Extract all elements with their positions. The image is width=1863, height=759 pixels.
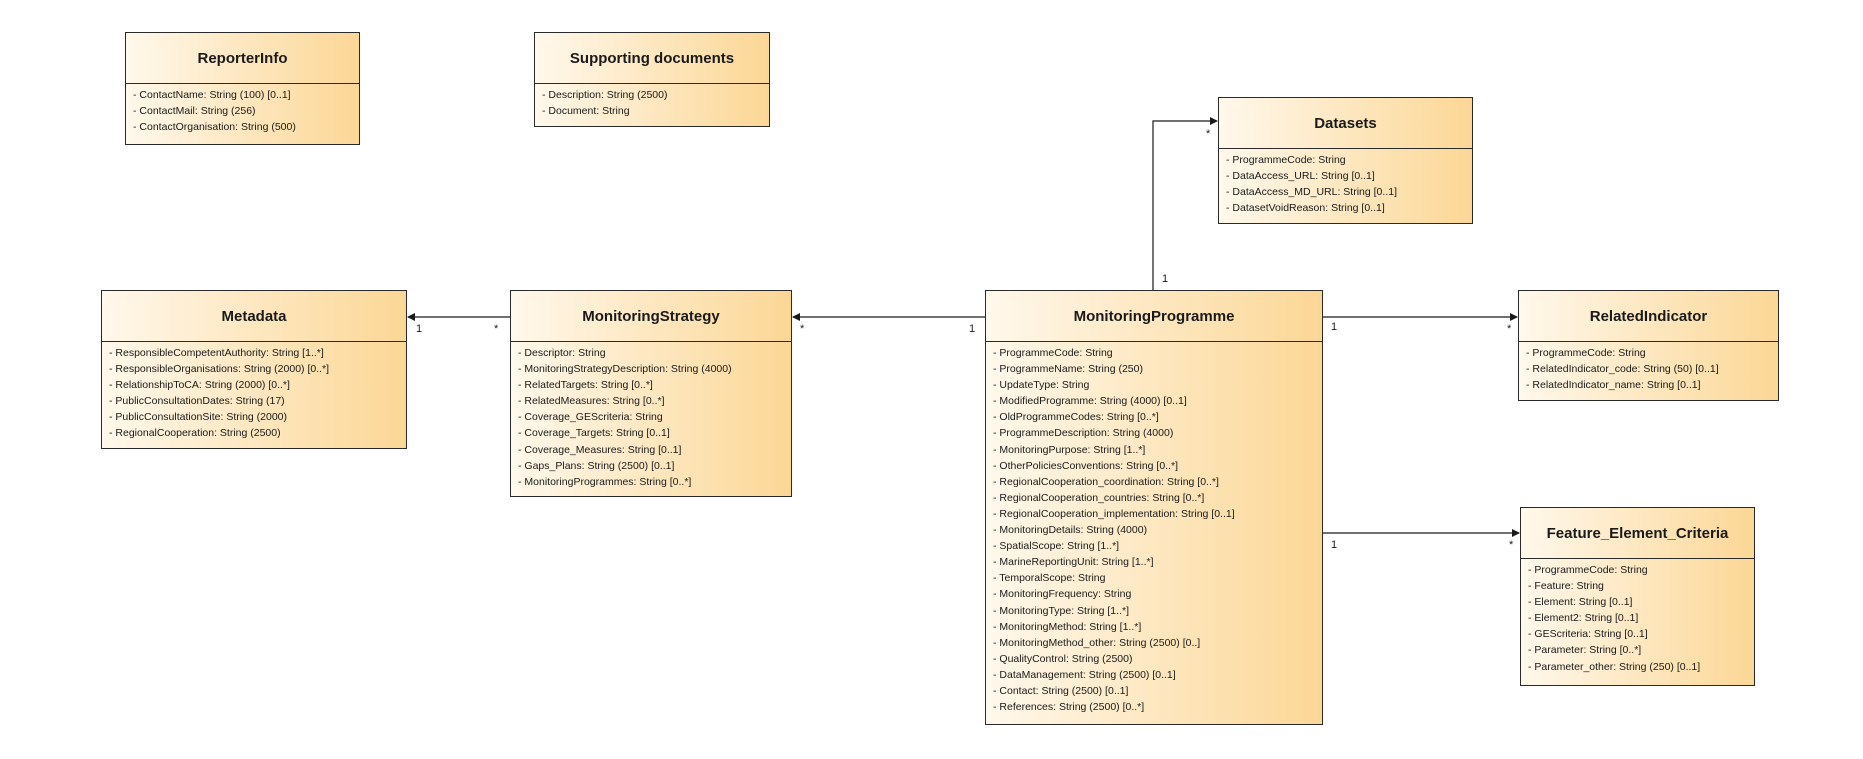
attribute-item: RelatedIndicator_name: String [0..1] — [1526, 377, 1778, 393]
multiplicity-programme-indicator-one: 1 — [1331, 321, 1338, 333]
attribute-item: Coverage_Targets: String [0..1] — [518, 425, 791, 441]
multiplicity-datasets-many: * — [1206, 128, 1211, 140]
attribute-item: ProgrammeCode: String — [1528, 562, 1754, 578]
attribute-item: MonitoringMethod_other: String (2500) [0… — [993, 635, 1322, 651]
attribute-item: ContactOrganisation: String (500) — [133, 119, 359, 135]
attribute-item: DatasetVoidReason: String [0..1] — [1226, 200, 1472, 216]
attribute-item: Coverage_Measures: String [0..1] — [518, 442, 791, 458]
class-title: MonitoringStrategy — [511, 291, 791, 342]
class-relatedindicator[interactable]: RelatedIndicator ProgrammeCode: String R… — [1518, 290, 1779, 401]
attribute-item: MonitoringType: String [1..*] — [993, 603, 1322, 619]
class-title: ReporterInfo — [126, 33, 359, 84]
attribute-item: MonitoringStrategyDescription: String (4… — [518, 361, 791, 377]
multiplicity-strategy-metadata-many: * — [494, 323, 499, 335]
attribute-item: Element2: String [0..1] — [1528, 610, 1754, 626]
attribute-item: ProgrammeDescription: String (4000) — [993, 425, 1322, 441]
attribute-item: RelatedMeasures: String [0..*] — [518, 393, 791, 409]
attribute-list: ProgrammeCode: String DataAccess_URL: St… — [1219, 149, 1472, 216]
attribute-item: SpatialScope: String [1..*] — [993, 538, 1322, 554]
class-title: Supporting documents — [535, 33, 769, 84]
attribute-item: DataAccess_URL: String [0..1] — [1226, 168, 1472, 184]
attribute-item: ModifiedProgramme: String (4000) [0..1] — [993, 393, 1322, 409]
attribute-item: OldProgrammeCodes: String [0..*] — [993, 409, 1322, 425]
class-datasets[interactable]: Datasets ProgrammeCode: String DataAcces… — [1218, 97, 1473, 224]
class-title: RelatedIndicator — [1519, 291, 1778, 342]
attribute-item: Parameter_other: String (250) [0..1] — [1528, 659, 1754, 675]
attribute-item: MonitoringMethod: String [1..*] — [993, 619, 1322, 635]
class-metadata[interactable]: Metadata ResponsibleCompetentAuthority: … — [101, 290, 407, 449]
attribute-item: DataManagement: String (2500) [0..1] — [993, 667, 1322, 683]
multiplicity-programme-datasets-one: 1 — [1162, 273, 1169, 285]
attribute-list: Descriptor: String MonitoringStrategyDes… — [511, 342, 791, 490]
multiplicity-metadata-one: 1 — [416, 323, 423, 335]
class-monitoringprogramme[interactable]: MonitoringProgramme ProgrammeCode: Strin… — [985, 290, 1323, 725]
attribute-list: ContactName: String (100) [0..1] Contact… — [126, 84, 359, 135]
attribute-item: UpdateType: String — [993, 377, 1322, 393]
attribute-item: MonitoringFrequency: String — [993, 586, 1322, 602]
multiplicity-programme-feature-one: 1 — [1331, 539, 1338, 551]
association-programme-datasets — [1152, 117, 1218, 290]
multiplicity-feature-many: * — [1509, 539, 1514, 551]
attribute-item: GEScriteria: String [0..1] — [1528, 626, 1754, 642]
attribute-item: References: String (2500) [0..*] — [993, 699, 1322, 715]
attribute-item: Element: String [0..1] — [1528, 594, 1754, 610]
attribute-list: ProgrammeCode: String ProgrammeName: Str… — [986, 342, 1322, 715]
attribute-item: OtherPoliciesConventions: String [0..*] — [993, 458, 1322, 474]
attribute-item: Coverage_GEScriteria: String — [518, 409, 791, 425]
attribute-item: RegionalCooperation: String (2500) — [109, 425, 406, 441]
attribute-item: QualityControl: String (2500) — [993, 651, 1322, 667]
attribute-item: Gaps_Plans: String (2500) [0..1] — [518, 458, 791, 474]
attribute-item: RegionalCooperation_implementation: Stri… — [993, 506, 1322, 522]
class-reporterinfo[interactable]: ReporterInfo ContactName: String (100) [… — [125, 32, 360, 145]
attribute-item: MarineReportingUnit: String [1..*] — [993, 554, 1322, 570]
attribute-item: RelationshipToCA: String (2000) [0..*] — [109, 377, 406, 393]
attribute-list: Description: String (2500) Document: Str… — [535, 84, 769, 119]
attribute-item: PublicConsultationDates: String (17) — [109, 393, 406, 409]
attribute-item: RegionalCooperation_countries: String [0… — [993, 490, 1322, 506]
class-feature-element-criteria[interactable]: Feature_Element_Criteria ProgrammeCode: … — [1520, 507, 1755, 686]
attribute-item: PublicConsultationSite: String (2000) — [109, 409, 406, 425]
attribute-item: ProgrammeName: String (250) — [993, 361, 1322, 377]
attribute-item: ResponsibleCompetentAuthority: String [1… — [109, 345, 406, 361]
attribute-item: DataAccess_MD_URL: String [0..1] — [1226, 184, 1472, 200]
attribute-item: RelatedIndicator_code: String (50) [0..1… — [1526, 361, 1778, 377]
attribute-list: ResponsibleCompetentAuthority: String [1… — [102, 342, 406, 442]
attribute-item: RelatedTargets: String [0..*] — [518, 377, 791, 393]
class-monitoringstrategy[interactable]: MonitoringStrategy Descriptor: String Mo… — [510, 290, 792, 497]
attribute-item: Parameter: String [0..*] — [1528, 642, 1754, 658]
class-title: Feature_Element_Criteria — [1521, 508, 1754, 559]
attribute-item: MonitoringDetails: String (4000) — [993, 522, 1322, 538]
attribute-item: Feature: String — [1528, 578, 1754, 594]
attribute-item: ResponsibleOrganisations: String (2000) … — [109, 361, 406, 377]
attribute-item: ContactMail: String (256) — [133, 103, 359, 119]
attribute-item: RegionalCooperation_coordination: String… — [993, 474, 1322, 490]
attribute-item: Descriptor: String — [518, 345, 791, 361]
attribute-item: TemporalScope: String — [993, 570, 1322, 586]
attribute-item: ProgrammeCode: String — [993, 345, 1322, 361]
attribute-list: ProgrammeCode: String Feature: String El… — [1521, 559, 1754, 675]
attribute-item: Description: String (2500) — [542, 87, 769, 103]
attribute-item: ProgrammeCode: String — [1526, 345, 1778, 361]
class-supporting-documents[interactable]: Supporting documents Description: String… — [534, 32, 770, 127]
attribute-list: ProgrammeCode: String RelatedIndicator_c… — [1519, 342, 1778, 393]
attribute-item: ContactName: String (100) [0..1] — [133, 87, 359, 103]
class-title: Metadata — [102, 291, 406, 342]
class-title: MonitoringProgramme — [986, 291, 1322, 342]
multiplicity-indicator-many: * — [1507, 323, 1512, 335]
attribute-item: ProgrammeCode: String — [1226, 152, 1472, 168]
multiplicity-strategy-many: * — [800, 323, 805, 335]
multiplicity-programme-strategy-one: 1 — [969, 323, 976, 335]
attribute-item: MonitoringPurpose: String [1..*] — [993, 442, 1322, 458]
class-title: Datasets — [1219, 98, 1472, 149]
attribute-item: Contact: String (2500) [0..1] — [993, 683, 1322, 699]
attribute-item: MonitoringProgrammes: String [0..*] — [518, 474, 791, 490]
attribute-item: Document: String — [542, 103, 769, 119]
